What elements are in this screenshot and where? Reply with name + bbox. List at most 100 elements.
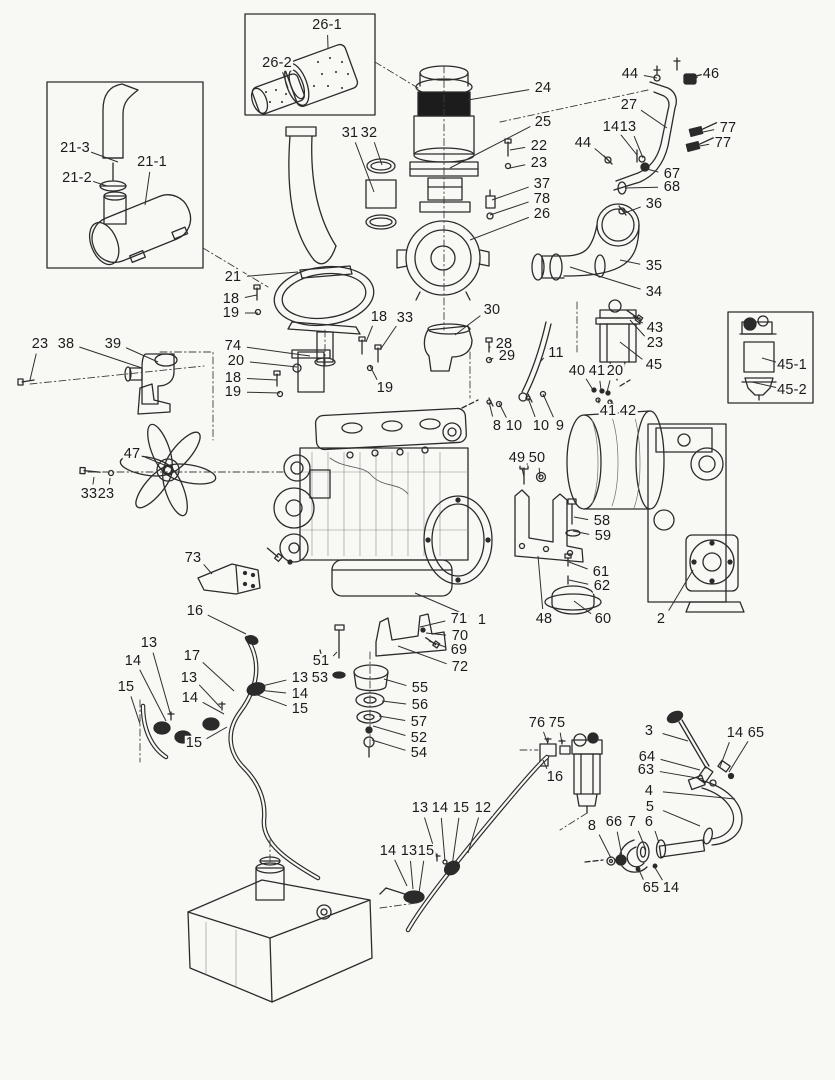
leader-line [568,561,588,570]
filter-elements-art [250,43,359,115]
leader-line [668,569,694,611]
fuel-tank-art [187,856,373,1003]
leader-line [125,347,159,363]
leader-line [751,381,779,389]
leader-line [244,294,258,298]
fuel-filter-detail-box [727,311,814,404]
leader-line [394,859,408,887]
leader-line [538,467,541,478]
leader-line [619,341,643,360]
leader-line [606,380,611,393]
leader-line [90,180,108,187]
leader-line [261,679,287,687]
leader-line [527,397,536,418]
leader-line [761,357,779,364]
leader-line [509,146,526,151]
leader-line [598,834,612,859]
leader-line [383,678,407,687]
leader-line [609,400,617,407]
leader-line [332,651,338,657]
leader-line [543,731,549,745]
leader-line [333,675,337,678]
leader-line [594,148,607,159]
leader-line [246,377,278,381]
leader-line [728,740,749,773]
leader-line [654,830,660,844]
fuel-hoses-art [140,635,550,933]
leader-line [702,129,715,133]
leader-line [637,830,647,851]
leader-line [397,645,447,665]
leader-line [619,259,641,265]
leader-line [691,76,698,81]
leader-line [633,135,644,159]
leader-line [491,186,529,201]
leader-line [719,741,730,768]
fuel-filter-art [595,299,644,381]
leader-line [378,715,406,722]
leader-line [489,201,529,216]
leader-line [424,817,438,859]
leader-line [206,726,228,740]
transmission-art [544,410,745,615]
leader-line [249,361,298,368]
leader-line [251,692,287,707]
muffler-detail-box [46,81,204,269]
leader-line [29,353,37,381]
leader-line [373,142,383,166]
leader-line [637,867,644,880]
leader-line [572,530,590,535]
leader-line [568,579,589,585]
leader-line [573,600,592,615]
leader-line [381,700,407,705]
front-mount-art [332,613,447,758]
leader-line [379,325,397,351]
leader-line [660,758,701,771]
leader-line [659,771,704,780]
leader-line [537,555,544,610]
leader-line [130,696,141,725]
leader-line [198,684,222,709]
leader-line [488,357,494,361]
leader-line [542,393,554,418]
leader-line [569,266,641,290]
leader-line [599,380,602,391]
leader-line [629,319,646,337]
leader-line [620,134,638,156]
engine-art [273,407,493,597]
leader-line [414,592,470,617]
leader-line [144,171,151,206]
leader-line [642,167,659,173]
leader-line [488,346,491,349]
air-horn-art [423,323,493,372]
leader-line [257,689,287,694]
leader-line [539,357,545,363]
leader-line [454,315,481,336]
leader-line [152,652,172,717]
leader-line [469,216,530,241]
exhaust-pipe-art [285,126,337,265]
leader-line [585,378,594,391]
filter-elements-detail-box [244,13,376,116]
leader-line [640,109,668,129]
leader-line [621,206,641,215]
leader-line [662,733,689,742]
muffler-shield-art [253,265,382,372]
leader-line [449,125,531,169]
leader-line [616,831,623,857]
leader-line [521,467,525,478]
leader-line [203,564,213,575]
leader-line [498,402,507,418]
leader-line [79,346,143,369]
leader-line [428,640,446,648]
leader-line [207,614,247,635]
leader-line [246,346,311,357]
leader-line [425,632,447,636]
leader-line [662,810,701,827]
leader-line [88,150,119,163]
leader-line [440,817,446,862]
leader-line [542,759,548,770]
leader-line [573,516,589,521]
